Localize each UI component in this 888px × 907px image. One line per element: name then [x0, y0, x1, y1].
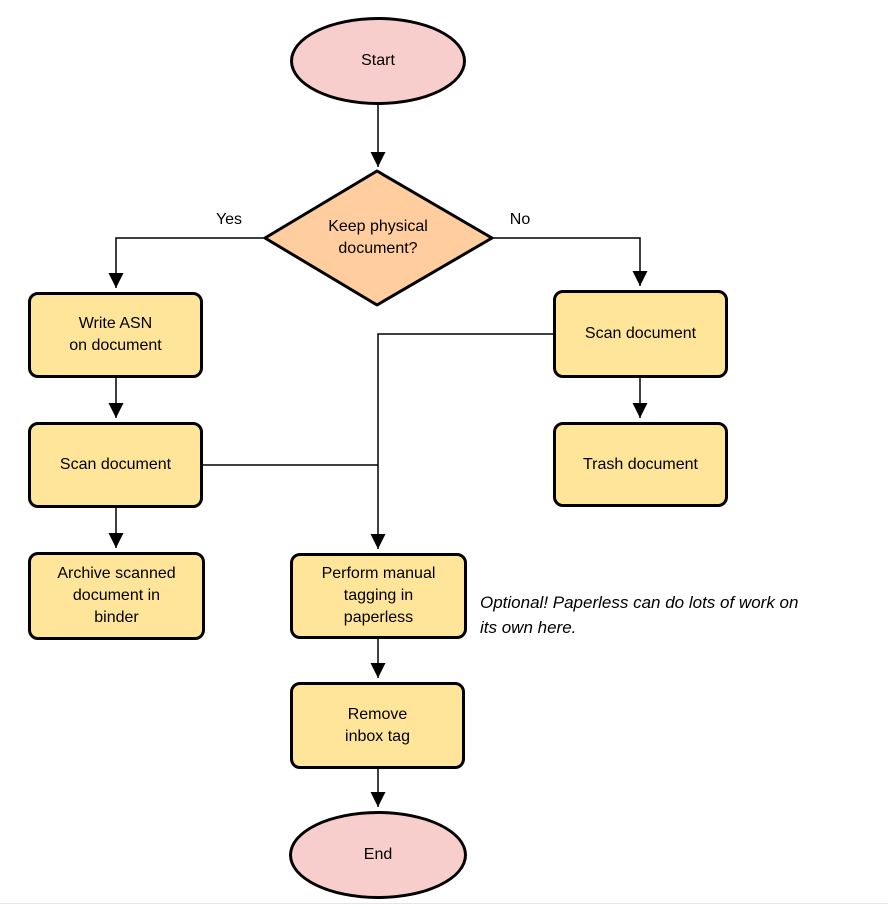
archive-document-node: Archive scanned document in binder [28, 552, 205, 640]
start-node: Start [290, 17, 466, 105]
remove-inbox-tag-node: Remove inbox tag [290, 682, 465, 769]
decision-diamond-shape [263, 169, 494, 307]
manual-tagging-node: Perform manual tagging in paperless [290, 553, 467, 639]
trash-document-node: Trash document [553, 422, 728, 507]
edge-decision-no-to-scan-right [492, 237, 648, 286]
edge-scan-right-to-tagging [370, 333, 553, 549]
scan-document-right-node: Scan document [553, 290, 728, 378]
edge-decision-yes-to-write-asn [108, 237, 265, 288]
edge-label-no: No [509, 211, 531, 228]
optional-note-text: Optional! Paperless can do lots of work … [480, 593, 799, 637]
decision-node-label: Keep physical document? [328, 218, 428, 257]
write-asn-node: Write ASN on document [28, 292, 203, 378]
end-node: End [289, 811, 467, 899]
edge-label-yes: Yes [215, 211, 243, 228]
page-boundary-line [0, 903, 888, 904]
scan-document-left-node: Scan document [28, 422, 203, 508]
